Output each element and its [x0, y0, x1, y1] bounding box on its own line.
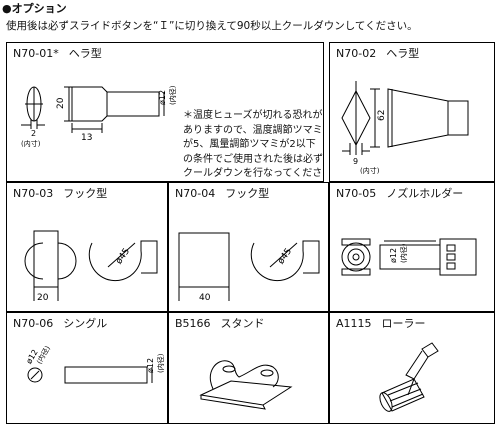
caution-note: ＊温度ヒューズが切れる恐れがありますので、温度調節ツマミが5、風量調節ツマミが2… — [183, 110, 323, 179]
item-code: A1115 — [336, 317, 372, 330]
dim-40: 40 — [199, 293, 211, 303]
dim-d12-right-note: (内径) — [156, 353, 165, 373]
cooldown-instruction: 使用後は必ずスライドボタンを“Ｉ”に切り換えて90秒以上クールダウンしてください… — [6, 20, 418, 32]
section-title: ●オプション — [2, 2, 67, 15]
n70-02-drawing: 62 9 (内寸) — [341, 81, 469, 175]
item-label: N70-05 ノズルホルダー — [336, 187, 473, 200]
dim-62: 62 — [377, 110, 387, 121]
item-code: N70-04 — [175, 187, 216, 200]
item-label: N70-04 フック型 — [175, 187, 279, 200]
dim-20: 20 — [56, 97, 66, 109]
dim-d12: ø12 — [158, 90, 167, 105]
item-code: N70-02 — [336, 47, 377, 60]
a1115-drawing — [379, 342, 439, 412]
item-name: スタンド — [220, 317, 265, 330]
item-code: B5166 — [175, 317, 211, 330]
dim-9: 9 — [353, 157, 358, 166]
item-code: N70-05 — [336, 187, 377, 200]
dim-2-note: (内寸) — [21, 139, 41, 148]
item-label: N70-06 シングル — [13, 317, 117, 330]
item-name: シングル — [63, 317, 108, 330]
dim-20: 20 — [37, 293, 49, 303]
n70-01-drawing: 20 13 2 (内寸) ø12 (内径) — [21, 85, 177, 148]
item-label: N70-03 フック型 — [13, 187, 117, 200]
item-b5166: B5166 スタンド — [168, 312, 329, 424]
dim-d45: ø45 — [114, 247, 132, 267]
n70-03-drawing: 20 ø45 — [24, 230, 158, 303]
item-label: A1115 ローラー — [336, 317, 436, 330]
item-name: ヘラ型 — [68, 47, 102, 60]
item-n70-03: N70-03 フック型 20 ø45 — [6, 182, 168, 312]
item-name: ノズルホルダー — [386, 187, 464, 200]
item-a1115: A1115 ローラー — [329, 312, 495, 424]
n70-06-drawing: ø12 (内径) ø12 (内径) — [24, 344, 165, 384]
dim-d12-note: (内径) — [168, 85, 177, 105]
item-code: N70-01* — [13, 47, 59, 60]
item-label: N70-02 ヘラ型 — [336, 47, 429, 60]
dim-2: 2 — [31, 129, 36, 138]
item-label: N70-01* ヘラ型 — [13, 47, 112, 60]
n70-05-drawing: ø12 (内径) — [341, 238, 477, 276]
dim-d45: ø45 — [276, 247, 294, 267]
n70-04-drawing: 40 ø45 — [178, 232, 320, 303]
dim-d12-note: (内径) — [399, 243, 408, 263]
item-name: フック型 — [63, 187, 108, 200]
item-code: N70-03 — [13, 187, 54, 200]
item-code: N70-06 — [13, 317, 54, 330]
item-n70-02: N70-02 ヘラ型 62 9 (内寸) — [329, 42, 495, 182]
dim-13: 13 — [81, 133, 92, 143]
item-n70-04: N70-04 フック型 40 ø45 — [168, 182, 329, 312]
item-name: ローラー — [381, 317, 426, 330]
dim-d12: ø12 — [389, 248, 398, 263]
item-n70-05: N70-05 ノズルホルダー ø12 (内径) — [329, 182, 495, 312]
dim-d12-right: ø12 — [146, 358, 155, 373]
item-label: B5166 スタンド — [175, 317, 275, 330]
item-name: ヘラ型 — [386, 47, 420, 60]
item-n70-06: N70-06 シングル ø12 (内径) ø12 (内径) — [6, 312, 168, 424]
item-n70-01: N70-01* ヘラ型 ＊温度ヒューズが切れる恐れがありますので、温度調節ツマミが… — [6, 42, 324, 182]
b5166-drawing — [199, 360, 293, 410]
dim-9-note: (内寸) — [360, 166, 380, 175]
item-name: フック型 — [225, 187, 270, 200]
